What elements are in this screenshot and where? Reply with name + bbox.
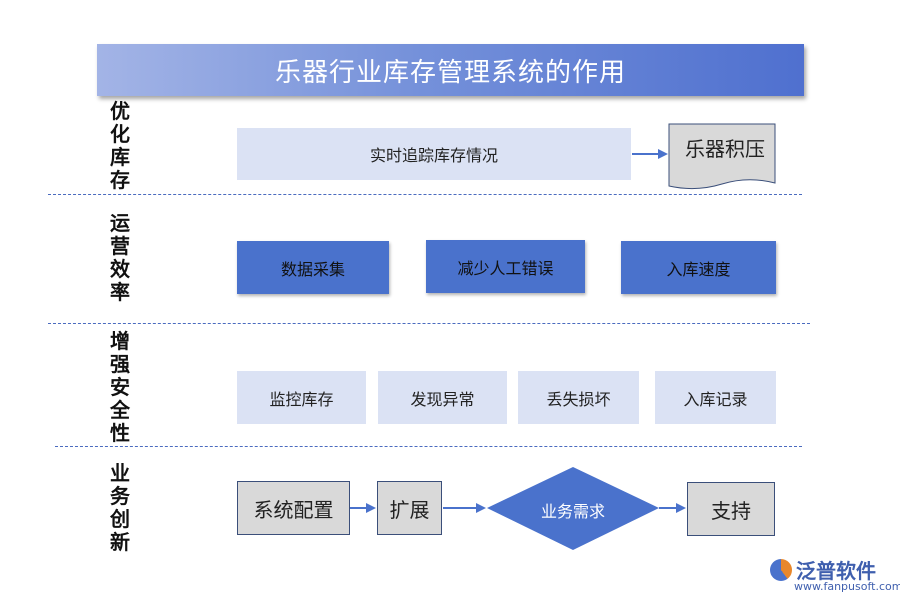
section-divider — [48, 194, 802, 195]
extension-label: 扩展 — [389, 497, 430, 522]
diagram-title: 乐器行业库存管理系统的作用 — [274, 57, 626, 88]
data-collection-box: 数据采集 — [237, 241, 389, 294]
reduce-errors-label: 减少人工错误 — [457, 258, 554, 278]
logo-url: www.fanpusoft.com — [794, 580, 900, 593]
inbound-record-label: 入库记录 — [683, 389, 748, 409]
extension-box: 扩展 — [377, 481, 442, 535]
section-divider — [55, 446, 802, 447]
track-inventory-box: 实时追踪库存情况 — [237, 128, 631, 180]
logo-name: 泛普软件 — [796, 559, 876, 583]
business-needs-diamond — [487, 467, 659, 550]
loss-damage-box: 丢失损坏 — [518, 371, 639, 424]
section-divider — [48, 323, 810, 324]
business-needs-label: 业务需求 — [540, 502, 605, 521]
inbound-speed-label: 入库速度 — [666, 259, 731, 279]
reduce-errors-box: 减少人工错误 — [426, 240, 585, 293]
section-label-innovation: 业务创新 — [110, 461, 130, 554]
brand-logo: 泛普软件 — [770, 555, 876, 584]
system-config-box: 系统配置 — [237, 481, 350, 535]
title-banner: 乐器行业库存管理系统的作用 — [97, 44, 804, 96]
logo-icon — [770, 558, 792, 581]
data-collection-label: 数据采集 — [280, 259, 345, 279]
monitor-inventory-box: 监控库存 — [237, 371, 366, 424]
loss-damage-label: 丢失损坏 — [546, 389, 611, 409]
support-label: 支持 — [711, 498, 751, 523]
monitor-inventory-label: 监控库存 — [269, 389, 334, 409]
detect-anomaly-label: 发现异常 — [410, 389, 475, 409]
system-config-label: 系统配置 — [253, 497, 334, 522]
support-box: 支持 — [687, 482, 775, 536]
track-inventory-label: 实时追踪库存情况 — [369, 146, 498, 165]
detect-anomaly-box: 发现异常 — [378, 371, 507, 424]
backlog-label: 乐器积压 — [685, 137, 765, 161]
inbound-record-box: 入库记录 — [655, 371, 776, 424]
inbound-speed-box: 入库速度 — [621, 241, 776, 294]
section-label-efficiency: 运营效率 — [110, 211, 130, 304]
section-label-security: 增强安全性 — [110, 329, 130, 445]
document-shape — [668, 123, 776, 190]
section-label-optimize: 优化库存 — [110, 99, 130, 192]
